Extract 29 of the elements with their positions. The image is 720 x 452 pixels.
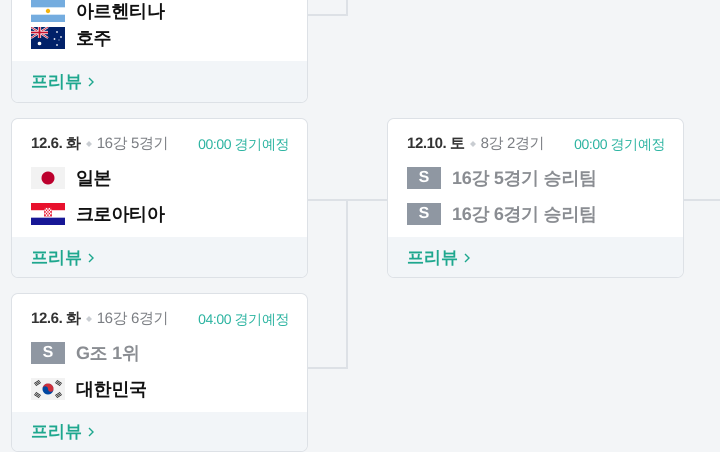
placeholder-badge: S bbox=[407, 203, 441, 225]
match-date: 12.6. 화 bbox=[31, 310, 81, 328]
kickoff-time: 00:00 경기예정 bbox=[198, 135, 289, 153]
match-date: 12.10. 토 bbox=[407, 135, 465, 153]
placeholder-badge: S bbox=[407, 167, 441, 189]
preview-link: 프리뷰 bbox=[31, 421, 94, 443]
round-label: 16강 5경기 bbox=[96, 135, 168, 153]
match-card bbox=[11, 293, 308, 452]
preview-link: 프리뷰 bbox=[31, 247, 94, 269]
team-name: 아르헨티나 bbox=[76, 0, 165, 22]
match-card bbox=[11, 118, 308, 278]
match-card bbox=[11, 0, 308, 103]
kickoff-time: 00:00 경기예정 bbox=[574, 135, 665, 153]
bracket-line bbox=[308, 0, 348, 16]
preview-link: 프리뷰 bbox=[407, 247, 470, 269]
team-name: 대한민국 bbox=[76, 378, 147, 400]
team-name: G조 1위 bbox=[76, 342, 140, 364]
team-name: 일본 bbox=[76, 167, 112, 189]
team-name: 16강 5경기 승리팀 bbox=[452, 167, 597, 189]
preview-link: 프리뷰 bbox=[31, 71, 94, 93]
round-label: 16강 6경기 bbox=[96, 310, 168, 328]
team-name: 호주 bbox=[76, 27, 112, 49]
round-label: 8강 2경기 bbox=[480, 135, 544, 153]
team-name: 16강 6경기 승리팀 bbox=[452, 203, 597, 225]
match-date: 12.6. 화 bbox=[31, 135, 81, 153]
kickoff-time: 04:00 경기예정 bbox=[198, 310, 289, 328]
match-card bbox=[387, 118, 684, 278]
placeholder-badge: S bbox=[31, 342, 65, 364]
team-name: 크로아티아 bbox=[76, 203, 165, 225]
